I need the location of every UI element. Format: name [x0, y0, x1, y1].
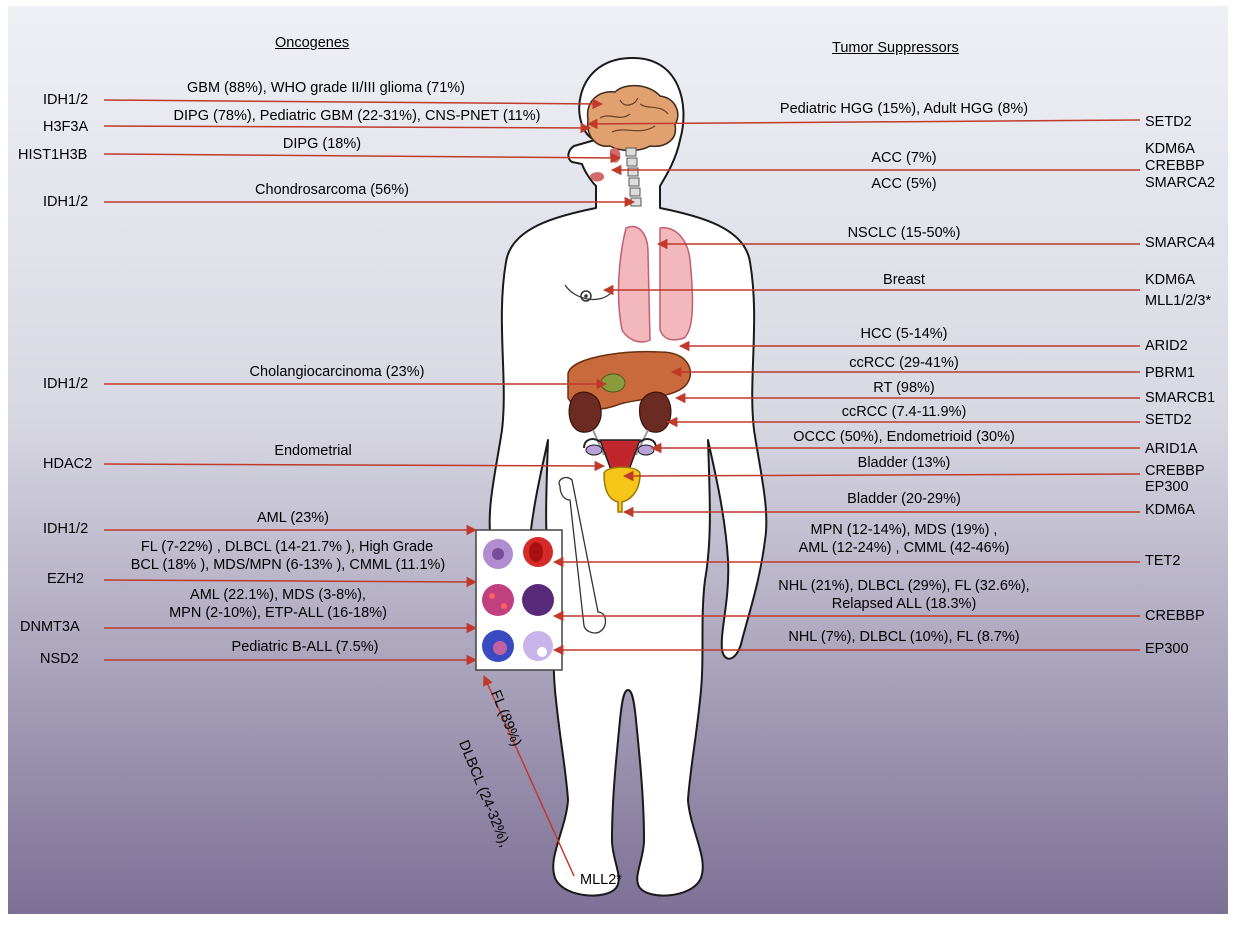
oncogene-gene: H3F3A: [43, 119, 88, 136]
suppressor-disease: Pediatric HGG (15%), Adult HGG (8%): [780, 101, 1028, 118]
suppressor-disease: ccRCC (7.4-11.9%): [842, 404, 967, 421]
oncogene-disease: DIPG (18%): [283, 136, 361, 153]
oncogene-gene: HDAC2: [43, 456, 92, 473]
oncogene-gene: NSD2: [40, 651, 79, 668]
oncogene-disease: Cholangiocarcinoma (23%): [250, 364, 425, 381]
suppressor-gene: ARID1A: [1145, 441, 1197, 458]
suppressor-disease: NHL (21%), DLBCL (29%), FL (32.6%),: [778, 578, 1029, 595]
oncogene-disease: GBM (88%), WHO grade II/III glioma (71%): [187, 80, 465, 97]
suppressor-gene: SETD2: [1145, 412, 1192, 429]
suppressor-disease: OCCC (50%), Endometrioid (30%): [793, 429, 1015, 446]
suppressor-gene: CREBBP: [1145, 158, 1205, 175]
suppressor-disease: ccRCC (29-41%): [849, 355, 959, 372]
suppressor-gene: ARID2: [1145, 338, 1188, 355]
oncogenes-header: Oncogenes: [275, 35, 349, 52]
suppressor-gene: SMARCA2: [1145, 175, 1215, 192]
suppressor-disease: AML (12-24%) , CMML (42-46%): [799, 540, 1010, 557]
suppressor-gene: SETD2: [1145, 114, 1192, 131]
mll2-gene: MLL2*: [580, 872, 622, 889]
oncogene-disease: DIPG (78%), Pediatric GBM (22-31%), CNS-…: [174, 108, 541, 125]
oncogene-disease: Pediatric B-ALL (7.5%): [232, 639, 379, 656]
suppressor-gene: SMARCA4: [1145, 235, 1215, 252]
oncogene-disease: AML (22.1%), MDS (3-8%),: [190, 587, 366, 604]
kidney-right: [640, 392, 671, 432]
oncogene-gene: DNMT3A: [20, 619, 80, 636]
suppressor-disease: HCC (5-14%): [860, 326, 947, 343]
suppressor-gene: MLL1/2/3*: [1145, 293, 1211, 310]
gallbladder: [601, 374, 625, 392]
suppressor-disease: RT (98%): [873, 380, 935, 397]
oncogene-gene: IDH1/2: [43, 92, 88, 109]
suppressor-disease: Breast: [883, 272, 925, 289]
oncogene-disease: FL (7-22%) , DLBCL (14-21.7% ), High Gra…: [141, 539, 433, 556]
kidney-left: [569, 392, 601, 432]
oncogene-gene: IDH1/2: [43, 194, 88, 211]
oncogene-disease: MPN (2-10%), ETP-ALL (16-18%): [169, 605, 387, 622]
suppressor-gene: TET2: [1145, 553, 1180, 570]
suppressor-disease: Bladder (13%): [858, 455, 951, 472]
suppressor-disease: NHL (7%), DLBCL (10%), FL (8.7%): [788, 629, 1019, 646]
oncogene-gene: HIST1H3B: [18, 147, 87, 164]
suppressor-gene: EP300: [1145, 641, 1189, 658]
suppressor-gene: KDM6A: [1145, 272, 1195, 289]
suppressor-disease: Relapsed ALL (18.3%): [832, 596, 977, 613]
oncogene-gene: EZH2: [47, 571, 84, 588]
oncogene-disease: BCL (18% ), MDS/MPN (6-13% ), CMML (11.1…: [131, 557, 446, 574]
suppressor-gene: SMARCB1: [1145, 390, 1215, 407]
tumor-suppressors-header: Tumor Suppressors: [832, 40, 959, 57]
oncogene-gene: IDH1/2: [43, 521, 88, 538]
suppressor-disease: NSCLC (15-50%): [848, 225, 961, 242]
suppressor-disease: MPN (12-14%), MDS (19%) ,: [811, 522, 998, 539]
suppressor-disease: ACC (7%): [871, 150, 936, 167]
suppressor-gene: EP300: [1145, 479, 1189, 496]
suppressor-gene: CREBBP: [1145, 463, 1205, 480]
suppressor-disease: Bladder (20-29%): [847, 491, 961, 508]
oncogene-disease: Endometrial: [274, 443, 351, 460]
oncogene-disease: Chondrosarcoma (56%): [255, 182, 409, 199]
suppressor-gene: KDM6A: [1145, 502, 1195, 519]
suppressor-disease: ACC (5%): [871, 176, 936, 193]
suppressor-gene: PBRM1: [1145, 365, 1195, 382]
blood-cell-panel: [476, 530, 562, 670]
oncogene-gene: IDH1/2: [43, 376, 88, 393]
oncogene-disease: AML (23%): [257, 510, 329, 527]
suppressor-gene: KDM6A: [1145, 141, 1195, 158]
suppressor-gene: CREBBP: [1145, 608, 1205, 625]
